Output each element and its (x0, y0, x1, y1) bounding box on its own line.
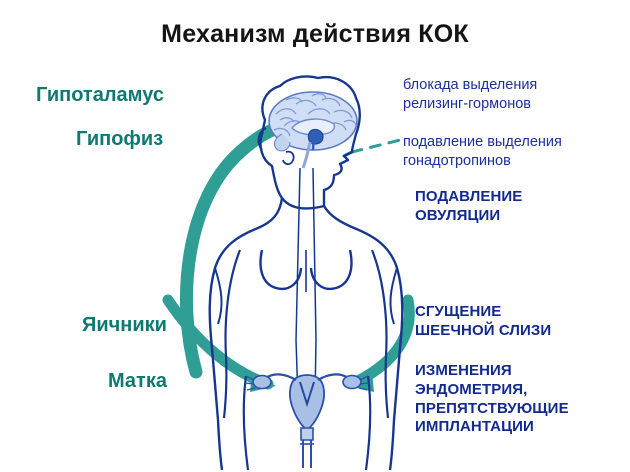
note-cervical-mucus: СГУЩЕНИЕ ШЕЕЧНОЙ СЛИЗИ (415, 303, 551, 341)
note-gonadotropins-line2: гонадотропинов (403, 153, 511, 170)
ovary-right (342, 374, 362, 390)
note-ovulation-line2: ОВУЛЯЦИИ (415, 206, 501, 224)
breast-right (309, 249, 353, 291)
note-gonadotropins: подавление выделения гонадотропинов (403, 133, 562, 172)
arm-left (222, 249, 242, 419)
brain-sagittal-section (268, 91, 358, 169)
pituitary-gland (307, 129, 324, 145)
label-hypophysis: Гипофиз (76, 128, 164, 150)
page-title: Механизм действия КОК (161, 20, 469, 48)
waist-right (389, 267, 398, 325)
teal-arc-left-lower (162, 294, 274, 390)
ovary-left (252, 374, 272, 390)
note-endometrium-changes: ИЗМЕНЕНИЯ ЭНДОМЕТРИЯ, ПРЕПЯТСТВУЮЩИЕ ИМП… (415, 362, 569, 437)
brain-stem (301, 141, 312, 169)
midline-guide-right (312, 167, 317, 401)
waist-left (214, 267, 223, 325)
note-ovulation-suppression: ПОДАВЛЕНИЕ ОВУЛЯЦИИ (415, 188, 522, 226)
note-endometrium-line4: ИМПЛАНТАЦИИ (415, 418, 534, 436)
note-releasing-line1: блокада выделения (403, 77, 538, 93)
thigh-right (364, 375, 372, 471)
torso-outline-left (208, 197, 284, 471)
note-ovulation-line1: ПОДАВЛЕНИЕ (415, 188, 523, 205)
note-endometrium-line2: ЭНДОМЕТРИЯ, (415, 380, 528, 398)
note-releasing-hormones: блокада выделения релизинг-гормонов (403, 76, 537, 115)
head-profile (259, 75, 361, 210)
torso-outline-right (322, 205, 404, 471)
uterus-and-ovaries (244, 373, 370, 468)
note-mucus-line2: ШЕЕЧНОЙ СЛИЗИ (415, 321, 552, 339)
label-ovaries: Яичники (82, 314, 167, 336)
teal-arc-left-upper (179, 114, 307, 379)
label-uterus: Матка (108, 370, 167, 392)
cervix (300, 427, 314, 441)
endometrial-cavity (299, 381, 315, 408)
label-hypothalamus: Гипоталамус (36, 84, 164, 106)
midline-guide-left (295, 167, 301, 401)
dashed-pointer-to-gonadotropins (350, 138, 402, 154)
arm-right (370, 249, 390, 419)
thigh-left (242, 375, 250, 471)
ear-detail (282, 150, 295, 166)
note-endometrium-line3: ПРЕПЯТСТВУЮЩИЕ (415, 399, 569, 417)
note-mucus-line1: СГУЩЕНИЕ (415, 303, 502, 320)
breast-left (259, 249, 303, 291)
note-gonadotropins-line1: подавление выделения (403, 134, 562, 150)
hair-swirl (257, 127, 267, 151)
note-endometrium-line1: ИЗМЕНЕНИЯ (415, 362, 512, 379)
pituitary-stalk (311, 133, 316, 151)
note-releasing-line2: релизинг-гормонов (403, 96, 531, 113)
